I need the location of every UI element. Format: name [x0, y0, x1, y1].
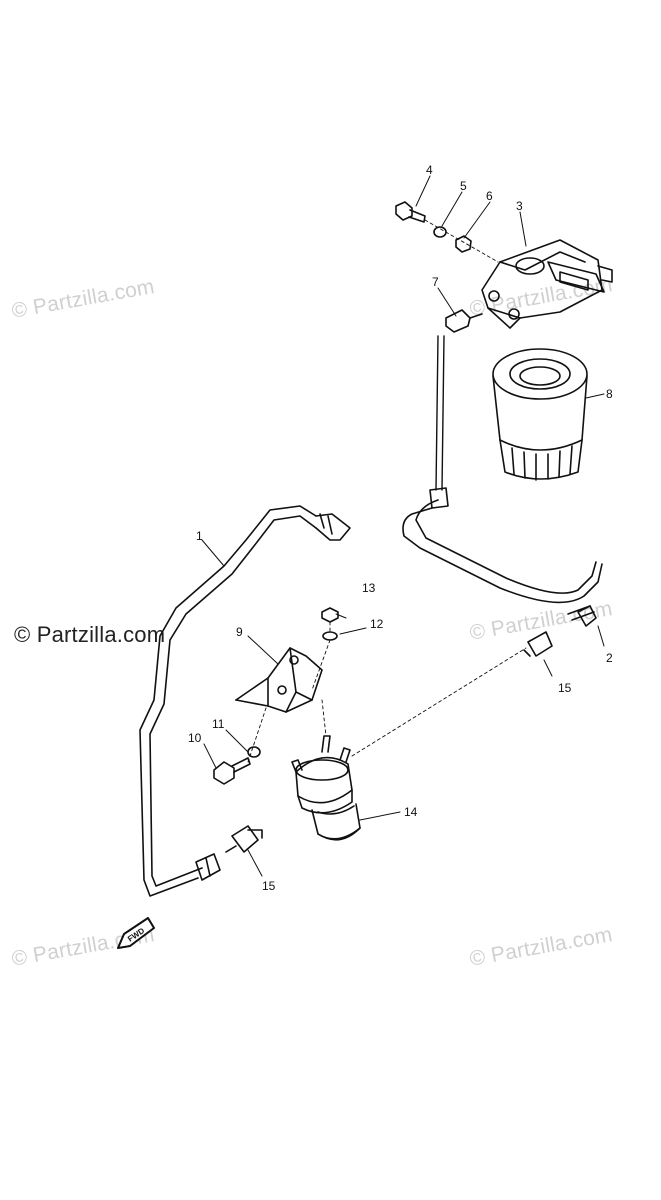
hose-fitting: [445, 309, 483, 333]
fuel-hose-2: [402, 335, 603, 627]
callout-12: 12: [370, 617, 384, 631]
callout-10: 10: [188, 731, 202, 745]
washer: [322, 631, 338, 641]
watermark: © Partzilla.com: [14, 622, 166, 647]
pipe-fitting: [225, 825, 263, 853]
filter-bracket: [481, 239, 613, 329]
callout-9: 9: [236, 625, 243, 639]
callout-8: 8: [606, 387, 613, 401]
nut: [321, 607, 339, 623]
washer: [433, 226, 447, 238]
bolt: [213, 757, 251, 785]
callout-14: 14: [404, 805, 418, 819]
callout-3: 3: [516, 199, 523, 213]
callout-2: 2: [606, 651, 613, 665]
bolt: [395, 201, 426, 223]
pipe-fitting: [523, 631, 553, 657]
callout-6: 6: [486, 189, 493, 203]
callout-5: 5: [460, 179, 467, 193]
forward-arrow: [117, 917, 155, 949]
fuel-hose-1: [139, 505, 351, 897]
callout-7: 7: [432, 275, 439, 289]
callout-11: 11: [212, 717, 225, 731]
fuel-pump: [291, 699, 361, 841]
callout-15-right: 15: [558, 681, 572, 695]
leader-lines: [201, 175, 605, 877]
callout-15-left: 15: [262, 879, 276, 893]
callout-13: 13: [362, 581, 376, 595]
nut: [455, 235, 472, 253]
callout-1: 1: [196, 529, 203, 543]
pump-bracket: [235, 647, 323, 713]
callout-labels: 1 2 3 4 5 6 7 8 9 10 11 12 13 14 15 15: [188, 163, 613, 893]
callout-4: 4: [426, 163, 433, 177]
fuel-filter: [492, 348, 588, 481]
